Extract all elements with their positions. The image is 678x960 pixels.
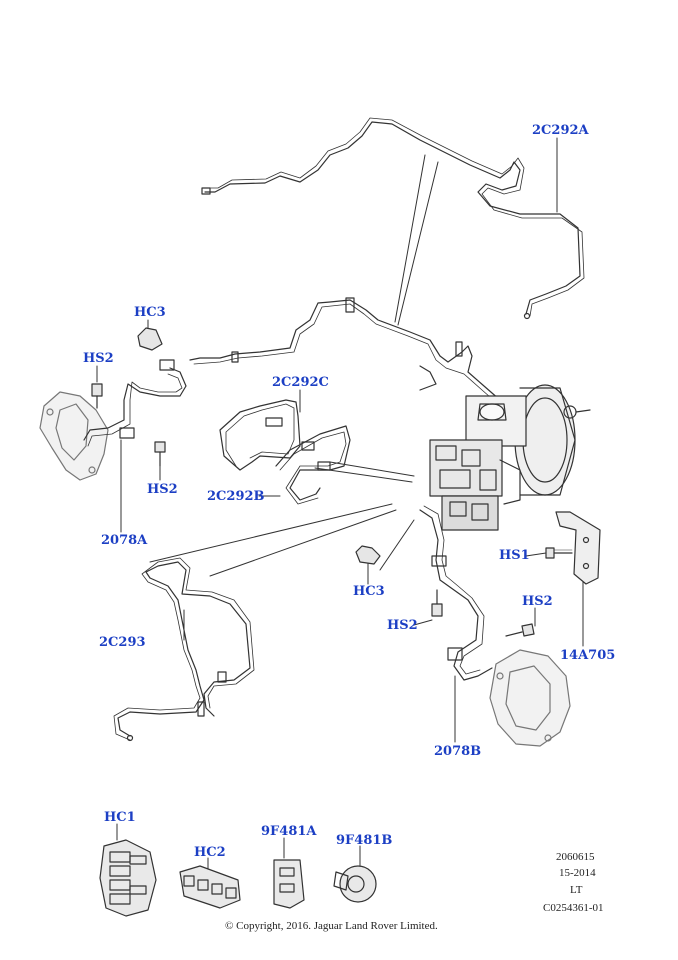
clip-hc2: [179, 865, 241, 909]
callout-leaders: [96, 137, 584, 871]
clip-hc3-top: [137, 327, 163, 351]
callout-hc3-mid: HC3: [353, 584, 385, 599]
brake-pipe-2c292b: [275, 425, 351, 505]
callout-9f481b: 9F481B: [336, 833, 393, 848]
callout-hs1: HS1: [499, 548, 530, 563]
bolt-hs2-mid: [154, 441, 166, 467]
brake-caliper-right: [489, 649, 571, 747]
bracket-14a705: [555, 511, 601, 585]
callout-hs2-right: HS2: [522, 594, 553, 609]
brake-pipe-2c293: [113, 557, 255, 742]
meta-line-2: 15-2014: [559, 867, 596, 879]
callout-14a705: 14A705: [560, 648, 616, 663]
callout-2c292b: 2C292B: [207, 489, 265, 504]
meta-line-4: C0254361-01: [543, 902, 604, 914]
grommet-9f481b: [333, 865, 377, 903]
callout-hc2: HC2: [194, 845, 226, 860]
clip-hc3-mid: [355, 545, 381, 565]
brake-hose-2078b: [419, 505, 493, 681]
clip-9f481a: [273, 859, 305, 909]
brake-pipe-2c292a: [201, 117, 585, 320]
callout-2c292a: 2C292A: [532, 123, 589, 138]
callout-hs2-lower: HS2: [387, 618, 418, 633]
brake-hose-2078a: [83, 359, 187, 447]
callout-hs2-mid: HS2: [147, 482, 178, 497]
bolt-hs2-lower: [431, 589, 443, 617]
central-pipe-network: [189, 297, 501, 405]
callout-2078b: 2078B: [434, 744, 482, 759]
brake-caliper-left: [39, 391, 109, 481]
meta-line-3: LT: [570, 884, 583, 896]
bolt-hs2-right: [505, 623, 535, 637]
bolt-hs2-left: [91, 383, 103, 409]
callout-hc1: HC1: [104, 810, 136, 825]
brake-pipe-2c292c: [219, 399, 301, 471]
callout-2c292c: 2C292C: [272, 375, 329, 390]
clip-hc1: [99, 839, 157, 917]
callout-2078a: 2078A: [101, 533, 148, 548]
callout-9f481a: 9F481A: [261, 824, 317, 839]
abs-module-brake-booster: [429, 384, 591, 531]
callout-hs2-left: HS2: [83, 351, 114, 366]
copyright-notice: © Copyright, 2016. Jaguar Land Rover Lim…: [225, 920, 438, 932]
callout-2c293: 2C293: [99, 635, 146, 650]
meta-line-1: 2060615: [556, 851, 595, 863]
callout-hc3-top: HC3: [134, 305, 166, 320]
bolt-hs1: [545, 547, 573, 559]
